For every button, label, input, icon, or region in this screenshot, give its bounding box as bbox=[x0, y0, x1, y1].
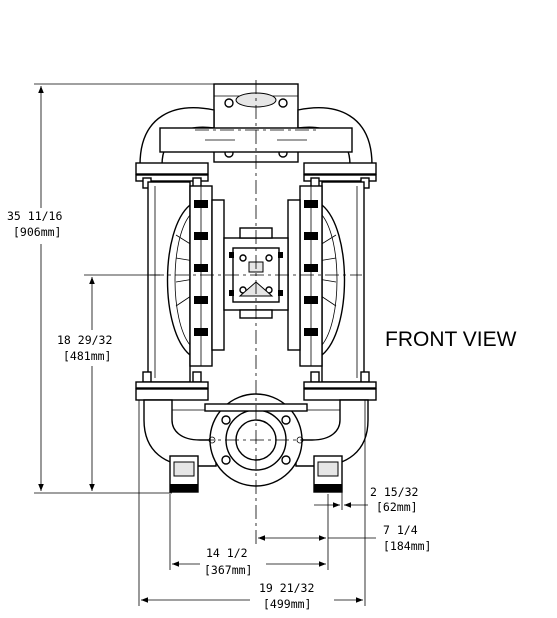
overall-width-dimension: 19 21/32 [499mm] bbox=[138, 400, 366, 612]
top-clamp-bands bbox=[135, 162, 377, 189]
overall-width-imperial: 19 21/32 bbox=[259, 581, 314, 595]
left-clamp-bar bbox=[189, 185, 225, 367]
inlet-height-metric: [481mm] bbox=[63, 349, 111, 363]
half-foot-spacing-imperial: 7 1/4 bbox=[383, 523, 418, 537]
left-foot bbox=[169, 455, 199, 493]
inlet-height-dimension: 18 29/32 [481mm] bbox=[52, 274, 160, 491]
view-label: FRONT VIEW bbox=[385, 328, 517, 351]
overall-height-metric: [906mm] bbox=[13, 225, 61, 239]
half-foot-spacing-metric: [184mm] bbox=[383, 539, 431, 553]
right-liquid-chamber bbox=[311, 181, 365, 383]
left-liquid-chamber bbox=[147, 181, 201, 383]
foot-offset-metric: [62mm] bbox=[376, 500, 418, 514]
half-foot-spacing-dimension: 7 1/4 [184mm] bbox=[258, 494, 431, 553]
centerlines bbox=[150, 80, 362, 600]
foot-spacing-metric: [367mm] bbox=[204, 563, 252, 577]
foot-offset-dimension: 2 15/32 [62mm] bbox=[314, 485, 418, 514]
pump-front-view-drawing-icon bbox=[135, 80, 377, 600]
overall-height-dimension: 35 11/16 [906mm] bbox=[2, 83, 240, 494]
overall-width-metric: [499mm] bbox=[263, 597, 311, 611]
right-foot bbox=[313, 455, 343, 493]
bottom-clamp-bands bbox=[135, 371, 377, 401]
inlet-height-imperial: 18 29/32 bbox=[57, 333, 112, 347]
bottom-manifold bbox=[143, 399, 369, 467]
foot-spacing-dimension: 14 1/2 [367mm] bbox=[169, 494, 329, 578]
overall-height-imperial: 35 11/16 bbox=[7, 209, 62, 223]
foot-spacing-imperial: 14 1/2 bbox=[206, 546, 248, 560]
right-clamp-bar bbox=[287, 185, 323, 367]
foot-offset-imperial: 2 15/32 bbox=[370, 485, 418, 499]
